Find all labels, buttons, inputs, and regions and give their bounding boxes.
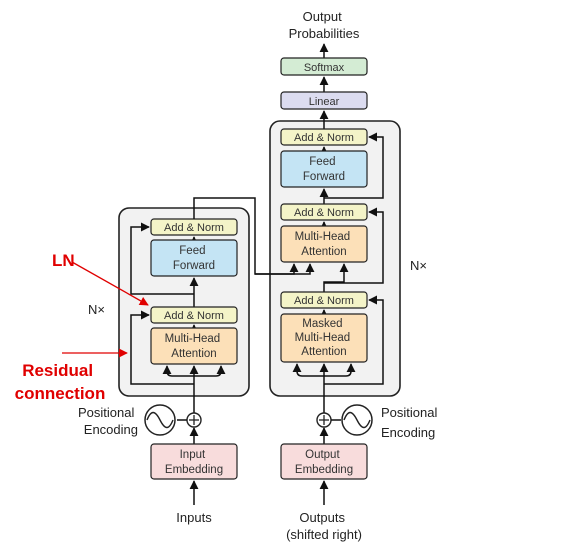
outputs-label: Outputs (shifted right) bbox=[286, 510, 362, 542]
encoder-positional-encoding-label: Positional Encoding bbox=[78, 405, 138, 437]
output-embedding-box bbox=[280, 443, 368, 480]
decoder-feed-forward-label: Feed Forward bbox=[303, 156, 345, 183]
decoder-cross-attention bbox=[280, 225, 368, 263]
ln-arrow bbox=[71, 261, 149, 306]
decoder-add-norm-3-label: Add & Norm bbox=[294, 132, 354, 144]
decoder-add-norm-3 bbox=[280, 128, 368, 146]
decoder-positional-encoding-label: Positional Encoding bbox=[381, 405, 441, 440]
input-embedding-box bbox=[150, 443, 238, 480]
decoder-add-norm-2-label: Add & Norm bbox=[294, 207, 354, 219]
decoder-cross-attention-label: Multi-Head Attention bbox=[295, 231, 354, 258]
encoder-attention-box bbox=[150, 327, 238, 365]
encoder-add-norm-1-label: Add & Norm bbox=[164, 310, 224, 322]
masked-attention-box bbox=[280, 313, 368, 363]
encoder-feed-forward-label: Feed Forward bbox=[173, 245, 215, 272]
linear-label: Linear bbox=[309, 96, 340, 108]
encoder-block bbox=[118, 207, 250, 397]
residual-annotation: Residual connection bbox=[15, 361, 106, 403]
encoder-add-norm-2-label: Add & Norm bbox=[164, 222, 224, 234]
decoder-nx-label: N× bbox=[410, 258, 427, 273]
encoder-attention-label: Multi-Head Attention bbox=[165, 333, 224, 360]
input-embedding-label: Input Embedding bbox=[165, 449, 223, 476]
decoder-add-norm-2 bbox=[280, 203, 368, 221]
encoder-nx-label: N× bbox=[88, 302, 105, 317]
output-probabilities-label: Output Probabilities bbox=[289, 9, 360, 41]
decoder-add-norm-1-label: Add & Norm bbox=[294, 295, 354, 307]
softmax-label: Softmax bbox=[304, 62, 345, 74]
decoder-feed-forward bbox=[280, 150, 368, 188]
masked-attention-label: Masked Multi-Head Attention bbox=[295, 318, 354, 358]
inputs-label: Inputs bbox=[176, 510, 212, 525]
encoder-add-norm-1 bbox=[150, 306, 238, 324]
softmax-box bbox=[280, 57, 368, 76]
linear-box bbox=[280, 91, 368, 110]
encoder-feed-forward bbox=[150, 239, 238, 277]
output-embedding-label: Output Embedding bbox=[295, 449, 353, 476]
decoder-add-norm-1 bbox=[280, 291, 368, 309]
ln-annotation: LN bbox=[52, 251, 75, 270]
